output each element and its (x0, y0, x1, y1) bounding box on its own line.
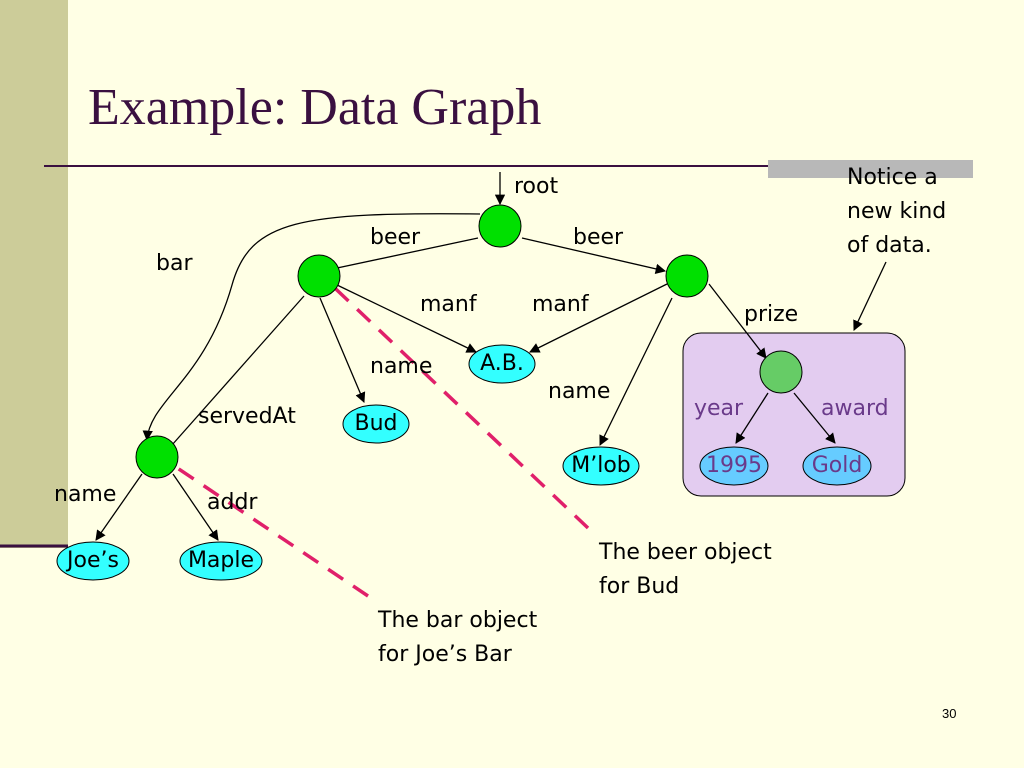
value-text-bud: Bud (354, 411, 398, 436)
edge-label-addr: addr (207, 490, 258, 515)
notice-line-2: new kind (847, 199, 947, 224)
edge-label-prize: prize (744, 302, 799, 327)
edge-name-bud (319, 297, 366, 403)
edge-label-year: year (694, 396, 744, 421)
value-oval-joes (56, 541, 130, 581)
value-text-ab: A.B. (480, 351, 524, 376)
edge-label-bar: bar (156, 251, 193, 276)
dashed-arrow-beer-object (317, 271, 590, 530)
beer-object-line-1: The beer object (599, 540, 772, 565)
edge-label-name-mlob: name (548, 379, 611, 404)
edge-beer-left (321, 237, 479, 275)
value-text-year: 1995 (706, 453, 762, 478)
notice-line-3: of data. (847, 233, 932, 258)
edge-prize (708, 283, 767, 359)
mlob-beer-object-node (665, 254, 709, 298)
value-text-joes: Joe’s (67, 548, 119, 573)
page-number: 30 (942, 706, 957, 721)
value-text-award: Gold (811, 453, 863, 478)
value-text-maple: Maple (187, 548, 255, 573)
edge-label-name-bud: name (370, 354, 433, 379)
edge-label-served-at: servedAt (198, 404, 296, 429)
left-band (0, 0, 68, 548)
edge-label-name-joes: name (54, 482, 117, 507)
beer-object-annotation: The beer object for Bud (599, 536, 772, 604)
edge-addr (172, 473, 219, 541)
value-oval-mlob (562, 446, 640, 486)
notice-pointer (853, 261, 887, 331)
edge-name-joes (95, 473, 143, 541)
value-oval-ab (468, 344, 536, 384)
root-object-node (478, 204, 522, 248)
value-oval-bud (342, 404, 410, 444)
prize-object-node (759, 350, 803, 394)
bar-object-line-2: for Joe’s Bar (378, 642, 512, 667)
value-oval-award (802, 446, 872, 486)
notice-line-1: Notice a (847, 165, 938, 190)
edge-manf-left (334, 283, 477, 353)
beer-object-line-2: for Bud (599, 574, 680, 599)
slide-title: Example: Data Graph (88, 79, 542, 136)
edge-bar (142, 213, 481, 442)
edge-label-root: root (514, 174, 559, 199)
bar-object-line-1: The bar object (378, 608, 538, 633)
edge-year (735, 392, 769, 444)
edge-manf-right (529, 283, 668, 353)
value-oval-year (699, 446, 769, 486)
notice-annotation: Notice a new kind of data. (847, 161, 946, 263)
edge-name-mlob (599, 297, 673, 446)
edge-served-at (171, 295, 305, 446)
joes-bar-object-node (135, 435, 179, 479)
title-rule-accent (768, 160, 973, 178)
dashed-arrow-bar-object (155, 453, 369, 598)
value-oval-maple (179, 541, 263, 581)
bud-beer-object-node (297, 254, 341, 298)
edge-award (793, 392, 836, 444)
value-text-mlob: M’lob (571, 453, 631, 478)
edge-label-award: award (821, 396, 889, 421)
edge-label-manf-left: manf (420, 292, 477, 317)
edge-beer-right (521, 237, 667, 274)
edge-label-manf-right: manf (532, 292, 589, 317)
edge-label-beer-right: beer (573, 225, 624, 250)
edge-label-beer-left: beer (370, 225, 421, 250)
bar-object-annotation: The bar object for Joe’s Bar (378, 604, 537, 672)
